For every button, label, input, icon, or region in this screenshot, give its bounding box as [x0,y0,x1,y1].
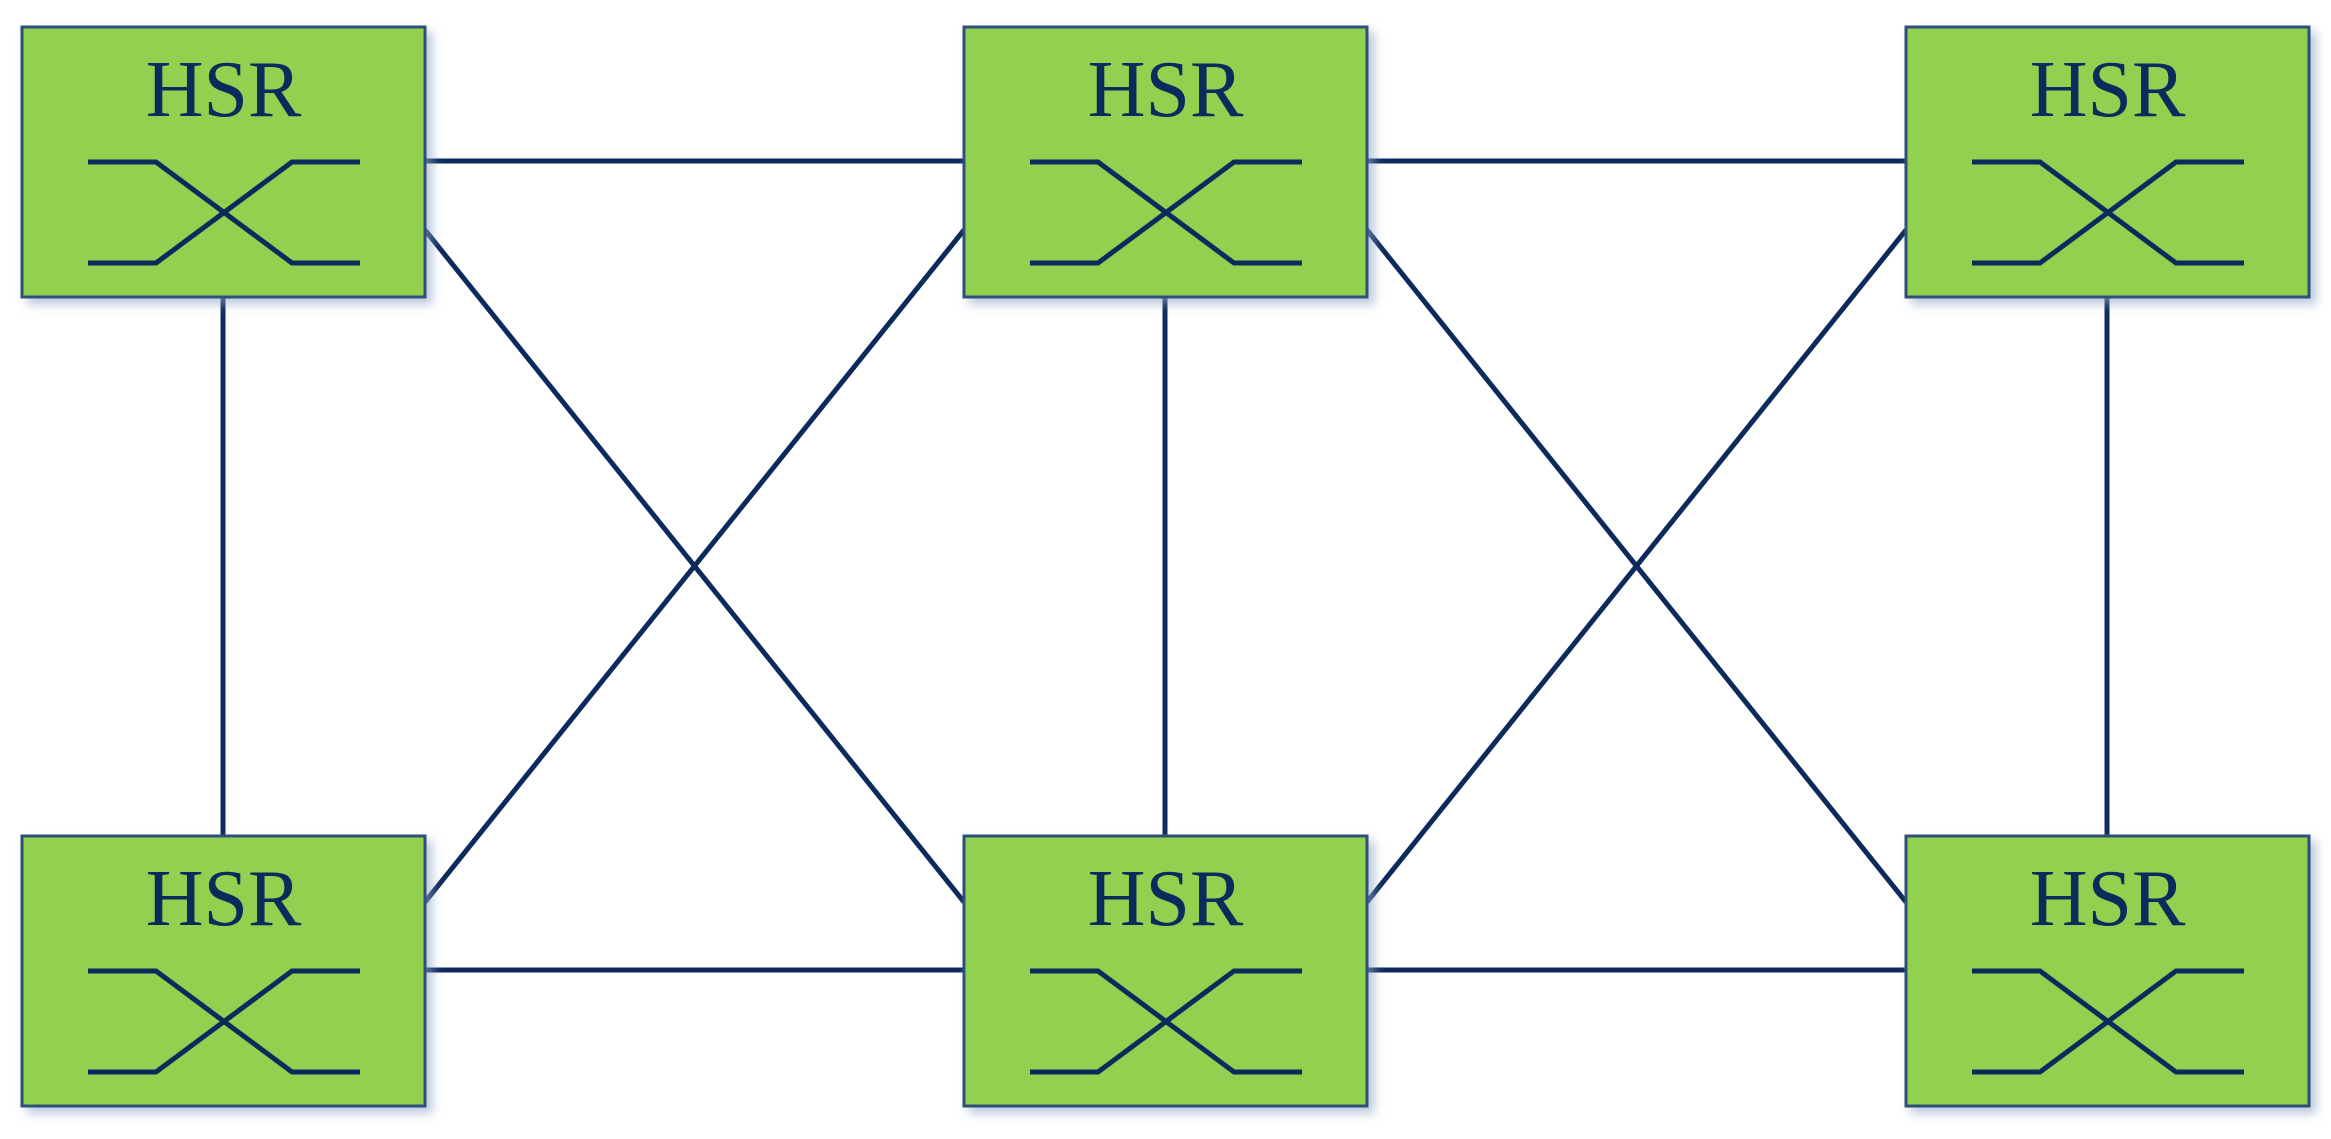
link-top-middle-to-bottom-left [423,228,966,904]
hsr-node-bottom-left: HSR [20,834,427,1108]
switch-crossover-icon [1030,159,1302,266]
hsr-node-top-right: HSR [1904,25,2311,299]
hsr-node-label: HSR [1088,855,1244,943]
switch-crossover-icon [88,159,360,266]
hsr-node-label: HSR [2030,855,2186,943]
hsr-node-bottom-middle: HSR [962,834,1369,1108]
hsr-node-label: HSR [2030,46,2186,134]
hsr-node-label: HSR [1088,46,1244,134]
hsr-node-bottom-right: HSR [1904,834,2311,1108]
hsr-node-label: HSR [146,46,302,134]
hsr-node-top-left: HSR [20,25,427,299]
hsr-nodes: HSR HSR HSR HSR HSR HSR [20,25,2311,1108]
link-top-right-to-bottom-middle [1365,228,1908,904]
hsr-node-label: HSR [146,855,302,943]
hsr-node-top-middle: HSR [962,25,1369,299]
switch-crossover-icon [1972,968,2244,1075]
switch-crossover-icon [88,968,360,1075]
switch-crossover-icon [1972,159,2244,266]
connection-lines [220,158,2110,973]
switch-crossover-icon [1030,968,1302,1075]
